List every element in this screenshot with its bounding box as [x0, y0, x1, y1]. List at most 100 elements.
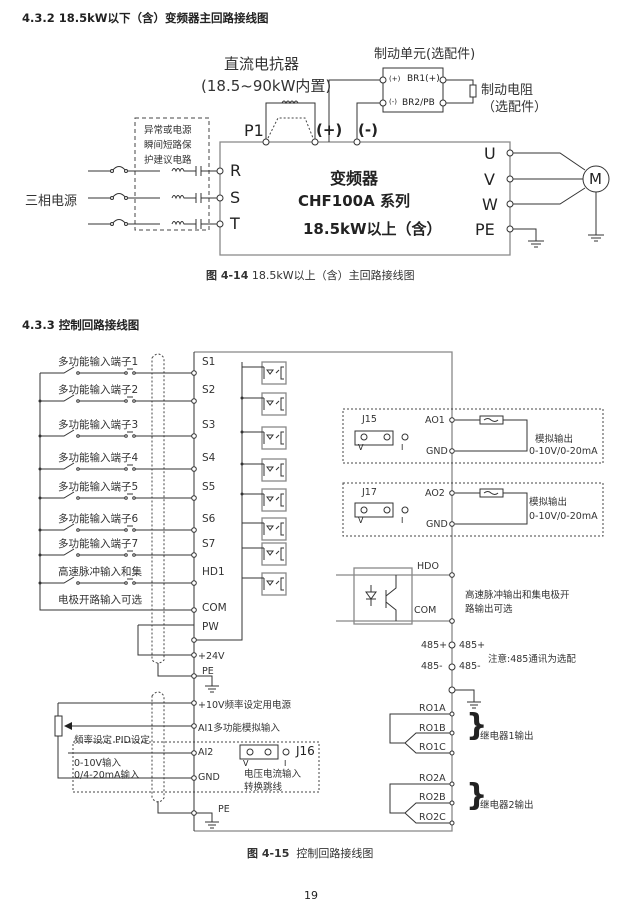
terminal-gnd: GND [198, 772, 220, 783]
control-board-box [194, 351, 453, 832]
input-label: 高速脉冲输入和集 [58, 566, 142, 578]
brake-unit-box [382, 67, 444, 113]
protection-note-line1: 异常或电源 [144, 125, 192, 136]
inverter-series: CHF100A 系列 [298, 192, 410, 210]
potentiometer-icon [54, 715, 63, 737]
ai-range-voltage: 0-10V输入 [74, 758, 122, 769]
input-switch-row [38, 462, 194, 471]
brake-resistor-note: （选配件） [482, 100, 548, 115]
rs485-plus-right: 485+ [459, 640, 486, 651]
terminal-ao2: AO2 [425, 488, 445, 499]
pot-wires [57, 702, 194, 779]
terminal-24v: +24V [198, 651, 225, 662]
section-heading-main-circuit: 4.3.2 18.5kW以下（含）变频器主回路接线图 [22, 11, 269, 25]
j17-i: I [401, 516, 404, 525]
terminal-ro1c: RO1C [419, 742, 446, 753]
j16-v: V [243, 759, 249, 768]
input-optocoupler-icon [240, 426, 287, 450]
dc-reactor-wire [265, 102, 316, 142]
opto-common-rail [194, 362, 243, 641]
relay2-wires [389, 783, 452, 814]
terminal-pe: PE [475, 220, 495, 239]
figure-caption-4-14: 图 4-14 18.5kW以上（含）主回路接线图 [206, 267, 415, 283]
j17-v: V [358, 516, 364, 525]
input-terminal-s6: S6 [202, 513, 216, 525]
terminal-ro2a: RO2A [419, 773, 446, 784]
figure-title: 控制回路接线图 [296, 847, 374, 860]
terminal-p1: P1 [244, 121, 264, 140]
transistor-icon [385, 575, 397, 621]
input-terminal-s1: S1 [202, 356, 216, 368]
input-switch-row [38, 429, 194, 438]
input-switch-row [38, 548, 194, 557]
hd1-note-line2: 电极开路输入可选 [58, 594, 142, 606]
input-label: 多功能输入端子7 [58, 538, 139, 550]
relay1-wires [389, 713, 452, 744]
input-optocoupler-icon [242, 361, 287, 385]
terminal-u: U [484, 144, 496, 163]
j16-desc2: 转换跳线 [244, 782, 283, 793]
j17-label: J17 [362, 487, 377, 498]
brake-unit-plus: (+) [389, 75, 401, 83]
terminal-pe-2: PE [218, 804, 230, 815]
protection-note-line3: 护建议电路 [144, 155, 192, 166]
j16-jumper-icon [239, 744, 279, 760]
ao2-dashed-box [342, 482, 604, 537]
terminal-s: S [230, 188, 241, 207]
input-optocoupler-icon [240, 392, 287, 416]
terminal-r: R [230, 161, 242, 180]
inverter-title: 变频器 [330, 169, 379, 188]
protection-box [134, 117, 210, 231]
input-switch-rows [38, 366, 194, 585]
input-label: 多功能输入端子4 [58, 452, 139, 464]
shielded-cable-top [151, 353, 165, 664]
terminal-v: V [484, 170, 495, 189]
input-terminal-s4: S4 [202, 452, 216, 464]
terminal-ao1: AO1 [425, 415, 445, 426]
terminal-pe-1: PE [202, 666, 214, 677]
relay2-desc: 继电器2输出 [480, 800, 534, 811]
figure-title: 18.5kW以上（含）主回路接线图 [251, 269, 415, 282]
protection-note-line2: 瞬间短路保 [144, 140, 192, 151]
input-terminal-s7: S7 [202, 538, 216, 550]
terminal-pw: PW [202, 621, 219, 633]
rs485-note: 注意:485通讯为选配 [488, 654, 576, 665]
dc-reactor-label: 直流电抗器 [224, 55, 300, 73]
hdo-desc2: 路输出可选 [465, 604, 513, 615]
terminal-ao2-gnd: GND [426, 519, 448, 530]
input-terminal-s5: S5 [202, 481, 216, 493]
shielded-cable-bottom [151, 691, 165, 803]
ao1-range: 0-10V/0-20mA [529, 446, 598, 457]
minus-wire [356, 102, 382, 142]
ai-range-current: 0/4-20mA输入 [74, 770, 140, 781]
ao2-range: 0-10V/0-20mA [529, 511, 598, 522]
input-optocoupler-icon [242, 572, 287, 596]
control-circuit [38, 351, 604, 832]
j16-label: J16 [296, 744, 315, 758]
ground-icon [513, 228, 544, 248]
br1-label: BR1(+) [407, 74, 440, 84]
inverter-box [219, 141, 511, 256]
input-switch-row [38, 491, 194, 500]
input-switch-row [38, 394, 194, 403]
hdo-optocoupler-box [353, 567, 413, 625]
terminal-com: COM [202, 602, 227, 614]
input-label: 多功能输入端子3 [58, 419, 139, 431]
relay1-desc: 继电器1输出 [480, 731, 534, 742]
input-label: 多功能输入端子5 [58, 481, 139, 493]
resistor-wire [446, 79, 474, 104]
led-icon [365, 585, 377, 606]
br2-label: BR2/PB [402, 98, 435, 108]
terminal-plus: (+) [316, 121, 343, 139]
terminal-ro1a: RO1A [419, 703, 446, 714]
input-switch-row [38, 576, 194, 585]
three-phase-power-label: 三相电源 [25, 194, 78, 209]
brake-resistor-icon [469, 84, 477, 98]
input-optocoupler-icon [240, 458, 287, 482]
input-terminal-hd1: HD1 [202, 566, 225, 578]
rs485-minus-left: 485- [421, 661, 443, 672]
ao1-desc: 模拟输出 [535, 434, 574, 445]
input-terminal-s2: S2 [202, 384, 216, 396]
j16-i: I [284, 759, 287, 768]
terminal-ro1b: RO1B [419, 723, 446, 734]
